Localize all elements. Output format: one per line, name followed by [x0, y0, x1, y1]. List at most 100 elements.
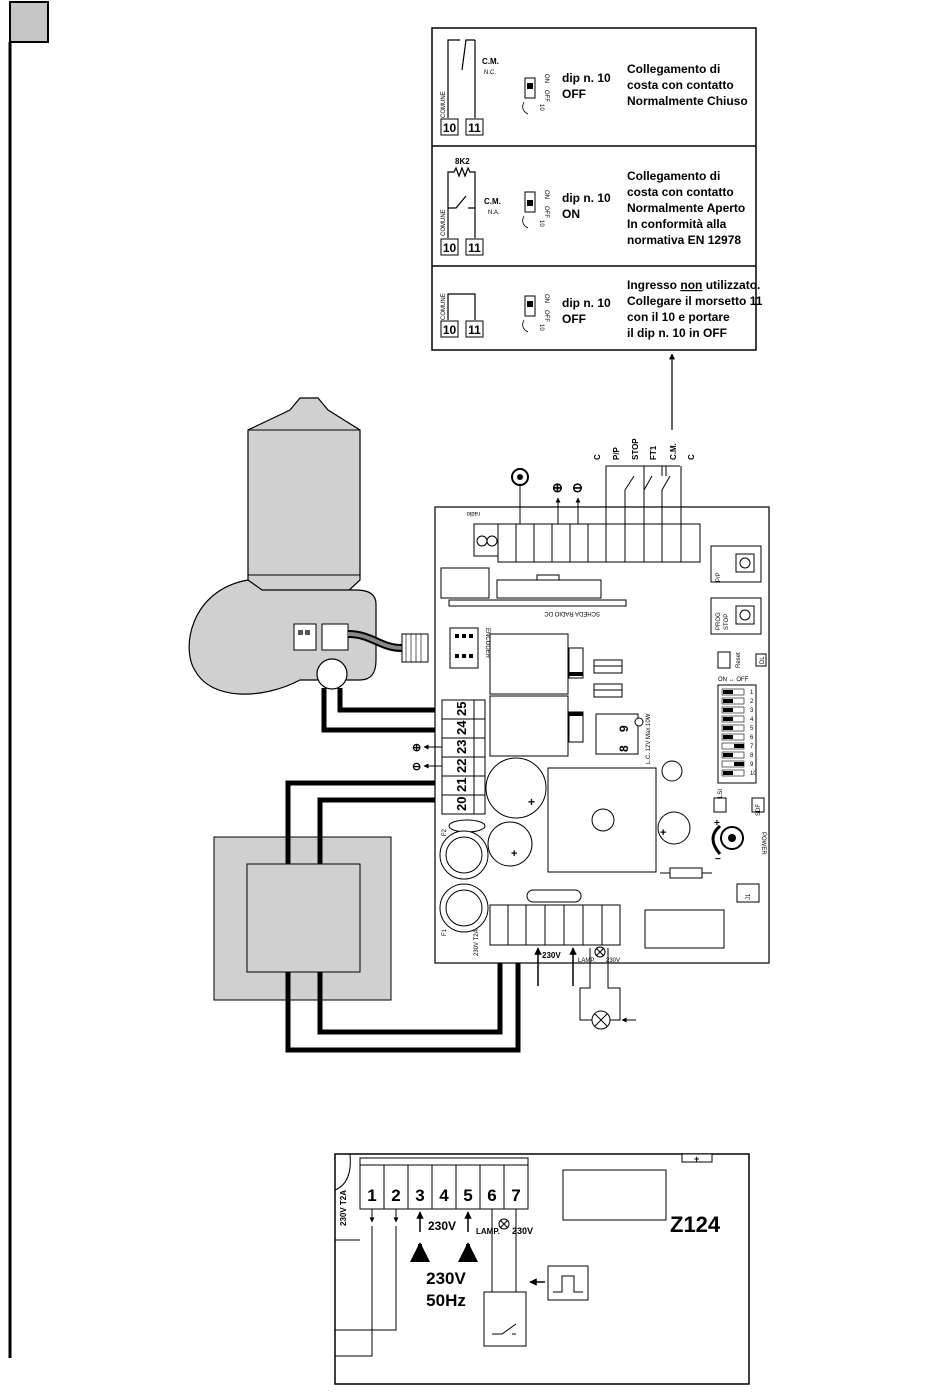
description-line: costa con contatto	[627, 185, 734, 199]
capacitor	[661, 760, 683, 782]
description-line: Ingresso non utilizzato.	[627, 278, 760, 292]
terminal-21: 21	[454, 778, 469, 792]
motor	[188, 397, 377, 695]
svg-text:+: +	[714, 818, 720, 829]
svg-text:OFF: OFF	[543, 206, 549, 218]
dip-number: 9	[750, 762, 754, 768]
transformer-primary-wire	[317, 952, 503, 1035]
transformer-primary-wire	[285, 952, 521, 1053]
dip-switch-icon: ON OFF 10	[522, 74, 549, 115]
svg-text:10: 10	[538, 220, 544, 227]
description-line: costa con contatto	[627, 78, 734, 92]
svg-text:230V T2A: 230V T2A	[339, 1190, 348, 1226]
capacitor	[657, 811, 691, 845]
svg-text:10: 10	[538, 324, 544, 331]
dip-number: 10	[750, 771, 757, 777]
dip-number: 4	[750, 717, 754, 723]
terminal-20: 20	[454, 797, 469, 811]
dip-switch-knob	[734, 744, 744, 748]
svg-text:ENCODER: ENCODER	[484, 628, 490, 659]
power-trimmer[interactable]: + − POWER	[711, 818, 766, 865]
dip-state: OFF	[562, 312, 586, 326]
detail-terminal-4: 4	[439, 1186, 449, 1205]
svg-text:230V: 230V	[606, 958, 620, 964]
terminal-25: 25	[454, 702, 469, 716]
svg-text:10: 10	[538, 104, 544, 111]
svg-text:DL: DL	[760, 656, 766, 664]
dip-switch-knob	[734, 762, 744, 766]
reset-jumper[interactable]: Reset DL	[717, 651, 767, 669]
transformer-secondary-wire	[285, 780, 442, 864]
svg-text:Reset: Reset	[736, 652, 742, 668]
svg-text:F2: F2	[442, 828, 448, 836]
motor-wire	[321, 688, 442, 733]
prog-stop-button[interactable]: PROG STOP	[710, 597, 762, 635]
svg-text:LAMP.: LAMP.	[578, 958, 596, 964]
dip-switch-icon: ON OFF 10	[522, 294, 549, 333]
supply-frequency: 50Hz	[426, 1291, 466, 1310]
plus-symbol: ⊕	[552, 480, 563, 495]
dip-switch-knob	[723, 753, 733, 757]
capacitor	[485, 757, 547, 819]
terminal-10: 10	[443, 241, 457, 255]
pp-button[interactable]: P/P	[710, 545, 762, 583]
svg-text:−: −	[715, 854, 721, 865]
left-terminal-block: 25 24 23 22 21 20	[441, 699, 486, 815]
dip-number: 5	[750, 726, 754, 732]
transformer	[213, 836, 392, 1001]
svg-text:+: +	[511, 848, 517, 860]
svg-text:230V: 230V	[428, 1219, 456, 1233]
svg-text:F1: F1	[442, 928, 448, 936]
dip-setting: dip n. 10	[562, 71, 611, 85]
terminal-11: 11	[468, 323, 481, 337]
dip-number: 7	[750, 744, 754, 750]
svg-text:8: 8	[617, 745, 631, 752]
detail-terminal-6: 6	[487, 1186, 496, 1205]
svg-text:230V T2A: 230V T2A	[474, 929, 480, 956]
svg-text:230V: 230V	[512, 1226, 533, 1236]
svg-text:ON: ON	[543, 190, 549, 199]
svg-text:ON: ON	[543, 74, 549, 83]
dip-state: OFF	[562, 87, 586, 101]
capacitor	[487, 821, 533, 867]
motor-wire	[337, 688, 442, 713]
plus-symbol: ⊕	[412, 742, 421, 754]
svg-text:PROG: PROG	[716, 612, 722, 630]
dip-switch-knob	[723, 735, 733, 739]
minus-symbol: ⊖	[412, 761, 421, 773]
comune-label: COMUNE	[441, 209, 447, 236]
terminal-10: 10	[443, 121, 457, 135]
svg-text:J1: J1	[746, 893, 752, 900]
detail-terminal-7: 7	[511, 1186, 520, 1205]
radio-label: radio	[466, 510, 480, 516]
detail-inset: + 1 2 3 4 5 6 7 230V T2A 230V LAMP. 230V…	[334, 1153, 750, 1385]
description-line: il dip n. 10 in OFF	[627, 326, 727, 340]
dip-switch-knob	[723, 726, 733, 730]
description-line: con il 10 e portare	[627, 310, 730, 324]
svg-text:230V: 230V	[542, 951, 561, 960]
fuse-holders: F2 F1 230V T2A	[439, 819, 489, 956]
dip-state: ON	[562, 207, 580, 221]
dip-number: 6	[750, 735, 754, 741]
svg-text:P/P: P/P	[612, 446, 621, 460]
radio-card-label: SCHEDA RADIO DC	[544, 610, 600, 616]
svg-text:FT1: FT1	[649, 445, 658, 460]
dip-setting: dip n. 10	[562, 296, 611, 310]
terminal-11: 11	[468, 121, 481, 135]
svg-text:ON: ON	[543, 294, 549, 303]
comune-label: COMUNE	[441, 293, 447, 320]
output-terminal-block: 9 8 L.C. 12V Max.10W	[595, 713, 652, 764]
table-row-na: 8K2 C.M. N.A. COMUNE 10 11 ON OFF 10 dip…	[440, 157, 745, 256]
resistor-label: 8K2	[455, 157, 470, 166]
svg-text:9: 9	[617, 725, 631, 732]
svg-text:C: C	[593, 454, 602, 460]
control-board: ⊕ ⊖ C P/P STOP FT1 C.M. C radio SCHEDA R…	[412, 438, 770, 986]
description-line: In conformità alla	[627, 217, 727, 231]
svg-text:C.M.: C.M.	[669, 443, 678, 460]
encoder-plug	[401, 633, 429, 663]
svg-text:+: +	[660, 827, 666, 839]
cm-label: C.M.	[482, 57, 499, 66]
description-line: Collegamento di	[627, 169, 720, 183]
